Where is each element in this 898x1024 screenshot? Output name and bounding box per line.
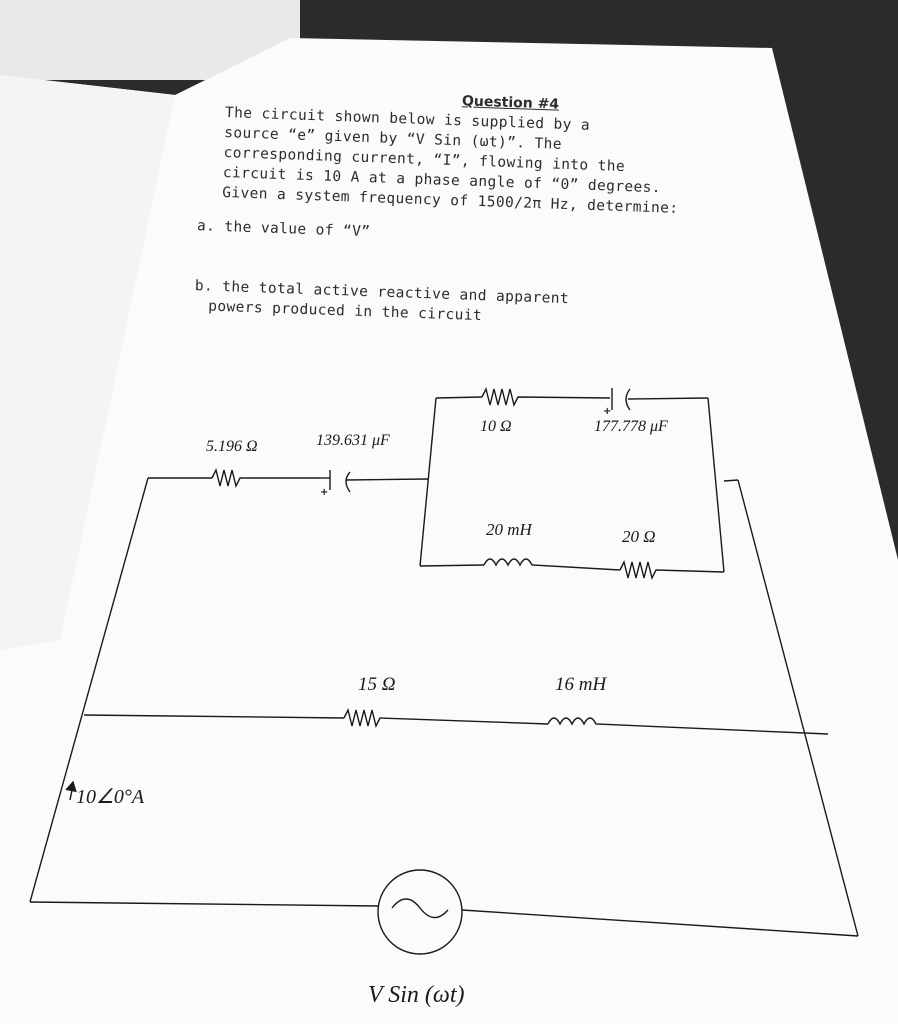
- branch-top-wire: [435, 396, 483, 399]
- inductor-20mh: [483, 558, 621, 571]
- resistor-10: [481, 386, 611, 408]
- label-source: V Sin (ωt): [368, 982, 465, 1008]
- capacitor-177778-plate-b: [625, 388, 631, 411]
- wire-bottom-right: [461, 909, 859, 937]
- current-arrow: [69, 789, 73, 801]
- wire-left-vertical: [29, 477, 149, 903]
- resistor-15: [343, 707, 549, 729]
- label-r-5196: 5.196 Ω: [206, 438, 258, 455]
- label-r-15: 15 Ω: [358, 674, 396, 695]
- part-a: a. the value of “V”: [196, 218, 371, 241]
- wire-bottom-left: [29, 901, 379, 907]
- capacitor-139631-plate-b: [345, 471, 351, 493]
- label-r-20: 20 Ω: [622, 527, 656, 546]
- label-c-177778: 177.778 μF: [594, 418, 668, 435]
- inductor-16mh: [547, 717, 829, 735]
- wire-right-top: [723, 479, 739, 482]
- cap2-plus: +: [603, 406, 611, 417]
- label-l-20mh: 20 mH: [486, 520, 532, 539]
- label-l-16mh: 16 mH: [555, 674, 607, 695]
- cap1-plus: +: [320, 487, 328, 498]
- shunt-wire-left: [83, 714, 345, 719]
- label-current: 10∠0°A: [76, 786, 145, 808]
- circuit-diagram: [29, 386, 859, 955]
- label-c-139631: 139.631 μF: [316, 432, 390, 449]
- resistor-5196: [211, 467, 320, 489]
- label-r-10: 10 Ω: [480, 418, 512, 435]
- resistor-20: [619, 559, 725, 581]
- ac-source-wave: [391, 898, 449, 919]
- branch-bottom-wire: [419, 564, 485, 567]
- wire-right-vertical: [737, 479, 859, 937]
- ac-source: [377, 869, 463, 955]
- parallel-left-vertical: [419, 397, 437, 567]
- parallel-right-vertical: [707, 397, 725, 573]
- question-text: The circuit shown below is supplied by a…: [192, 102, 715, 220]
- question-block: Question #4 The circuit shown below is s…: [188, 84, 716, 334]
